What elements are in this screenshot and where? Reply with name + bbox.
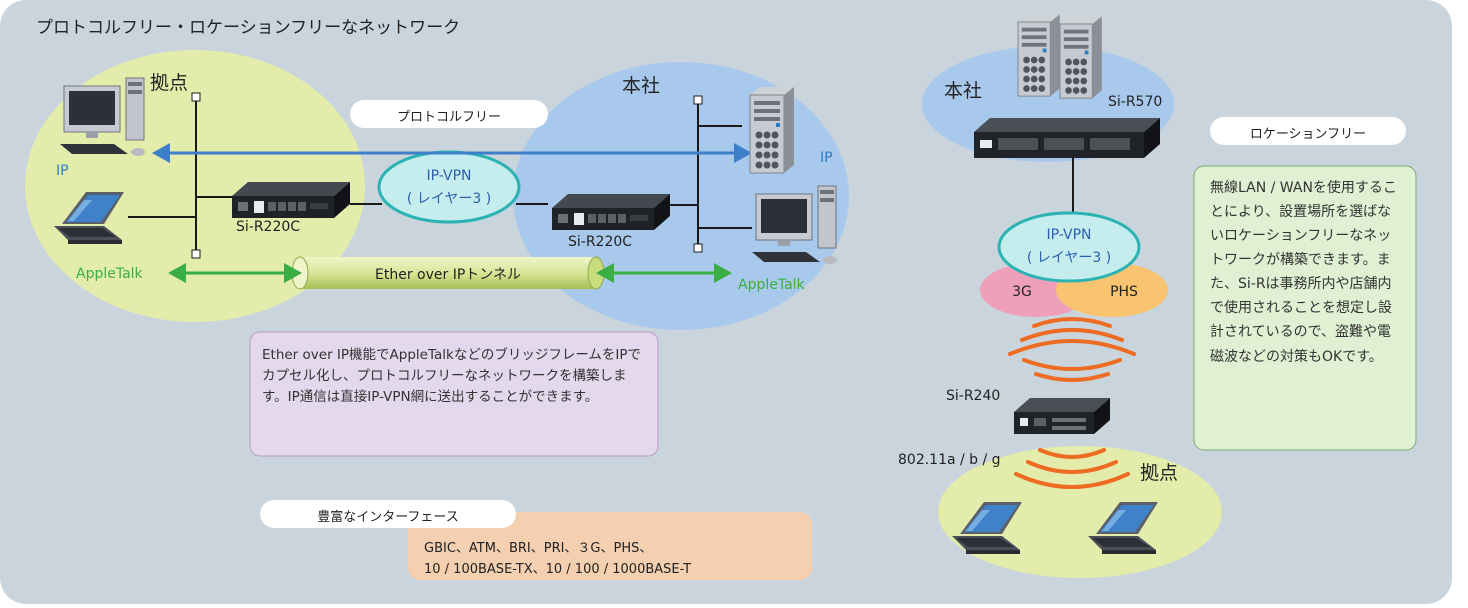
router-label-si-r240: Si-R240 [946, 388, 1001, 404]
interfaces-line2: 10 / 100BASE-TX、10 / 100 / 1000BASE-T [424, 562, 692, 577]
vpn-label-line2-location: ( レイヤー3 ) [1026, 250, 1112, 266]
protocol-description-box [249, 331, 659, 457]
pill [260, 500, 516, 528]
wlan-waves-icon [1014, 448, 1130, 489]
vpn-label-line1-location: IP-VPN [1046, 227, 1092, 243]
site-label-hq-location: 本社 [944, 80, 983, 102]
lan-node [693, 95, 703, 105]
ip-label-right: IP [820, 150, 833, 166]
interfaces-box [408, 512, 812, 580]
router-si-r220c-icon [232, 182, 350, 218]
router-label-left: Si-R220C [236, 219, 301, 235]
location-free-pill-label: ロケーションフリー [1249, 127, 1367, 142]
server-icon [749, 86, 795, 174]
lan-node [693, 243, 703, 253]
radio-waves-icon [1008, 317, 1136, 382]
router-si-r570-icon [974, 118, 1160, 158]
appletalk-arrow-right [596, 263, 732, 283]
site-label-branch-location: 拠点 [1140, 462, 1179, 484]
tunnel-label: Ether over IPトンネル [375, 267, 521, 283]
server-pair-icon [1017, 13, 1103, 99]
appletalk-label-right: AppleTalk [738, 277, 805, 293]
phs-label: PHS [1110, 284, 1138, 300]
vpn-ellipse [377, 150, 521, 224]
pill [350, 100, 548, 128]
pill [1210, 117, 1406, 145]
vpn-label-line1: IP-VPN [426, 168, 472, 184]
lan-node [191, 249, 201, 259]
lan-node [191, 92, 201, 102]
router-label-si-r570: Si-R570 [1108, 94, 1163, 110]
appletalk-label-left: AppleTalk [76, 266, 143, 282]
ip-label-left: IP [56, 163, 69, 179]
appletalk-arrow-left [168, 263, 302, 283]
location-description: 無線LAN / WANを使用することにより、設置場所を選ばないロケーションフリー… [1210, 180, 1397, 365]
branch-lan-lines [128, 97, 234, 254]
router-si-r240-icon [1014, 398, 1110, 434]
router-label-right: Si-R220C [568, 234, 633, 250]
g3-label: 3G [1012, 284, 1032, 300]
site-label-hq: 本社 [622, 75, 661, 97]
vpn-ellipse [997, 211, 1141, 283]
page-title: プロトコルフリー・ロケーションフリーなネットワーク [36, 18, 461, 38]
protocol-free-pill-label: プロトコルフリー [396, 110, 502, 125]
ip-arrow [152, 143, 752, 163]
ether-over-ip-tunnel [291, 256, 605, 290]
protocol-description: Ether over IP機能でAppleTalkなどのブリッジフレームをIPで… [262, 347, 642, 405]
interfaces-pill-label: 豊富なインターフェース [317, 510, 459, 525]
vpn-label-line2: ( レイヤー3 ) [406, 191, 492, 207]
interfaces-line1: GBIC、ATM、BRI、PRI、３G、PHS、 [424, 541, 653, 556]
router-si-r220c-icon [552, 194, 670, 230]
site-label-branch: 拠点 [150, 72, 189, 94]
wlan-label: 802.11a / b / g [898, 452, 1001, 468]
location-description-box [1193, 165, 1417, 451]
